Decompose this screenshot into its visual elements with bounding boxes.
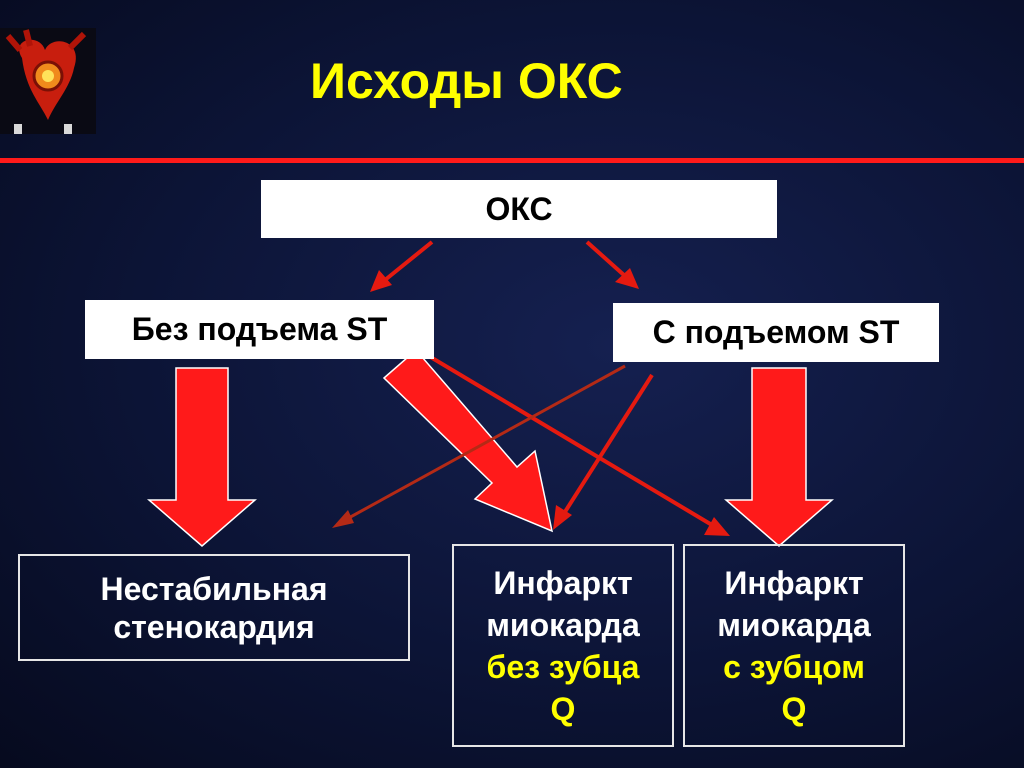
outcome-highlight-line: Q bbox=[550, 690, 576, 727]
page-title: Исходы ОКС bbox=[310, 53, 623, 109]
branch-left-label: Без подъема ST bbox=[131, 311, 388, 347]
root-node-oks: ОКС bbox=[261, 180, 777, 238]
arrow-right-to-unstable bbox=[332, 364, 626, 528]
outcome-line: миокарда bbox=[717, 606, 871, 643]
outcome-line: Инфаркт bbox=[724, 564, 864, 601]
outcome-node-mi-without-q: Инфаркт миокарда без зубца Q bbox=[452, 544, 674, 747]
block-arrow-left-to-non-q bbox=[382, 348, 554, 533]
branch-node-with-st-elevation: С подъемом ST bbox=[613, 303, 939, 362]
outcome-highlight-line: Q bbox=[781, 690, 807, 727]
arrow-root-to-right bbox=[585, 240, 639, 289]
outcome-node-mi-with-q: Инфаркт миокарда с зубцом Q bbox=[683, 544, 905, 747]
title-divider bbox=[0, 158, 1024, 163]
outcome-node-unstable-angina: Нестабильная стенокардия bbox=[18, 554, 410, 661]
outcome-highlight-line: с зубцом bbox=[723, 648, 865, 685]
root-node-label: ОКС bbox=[485, 190, 553, 227]
heart-logo-icon bbox=[0, 28, 96, 134]
outcome-line: Нестабильная bbox=[100, 570, 328, 607]
outcome-line: Инфаркт bbox=[493, 564, 633, 601]
block-arrow-left-to-unstable bbox=[146, 367, 258, 547]
branch-node-without-st-elevation: Без подъема ST bbox=[85, 300, 434, 359]
outcome-line: миокарда bbox=[486, 606, 640, 643]
outcome-highlight-line: без зубца bbox=[486, 648, 640, 685]
outcome-line: стенокардия bbox=[113, 608, 315, 645]
block-arrow-right-to-q bbox=[723, 367, 835, 547]
arrow-right-to-non-q bbox=[553, 373, 654, 530]
arrow-root-to-left bbox=[370, 240, 434, 292]
branch-right-label: С подъемом ST bbox=[652, 314, 900, 350]
arrow-left-to-q bbox=[400, 338, 730, 536]
